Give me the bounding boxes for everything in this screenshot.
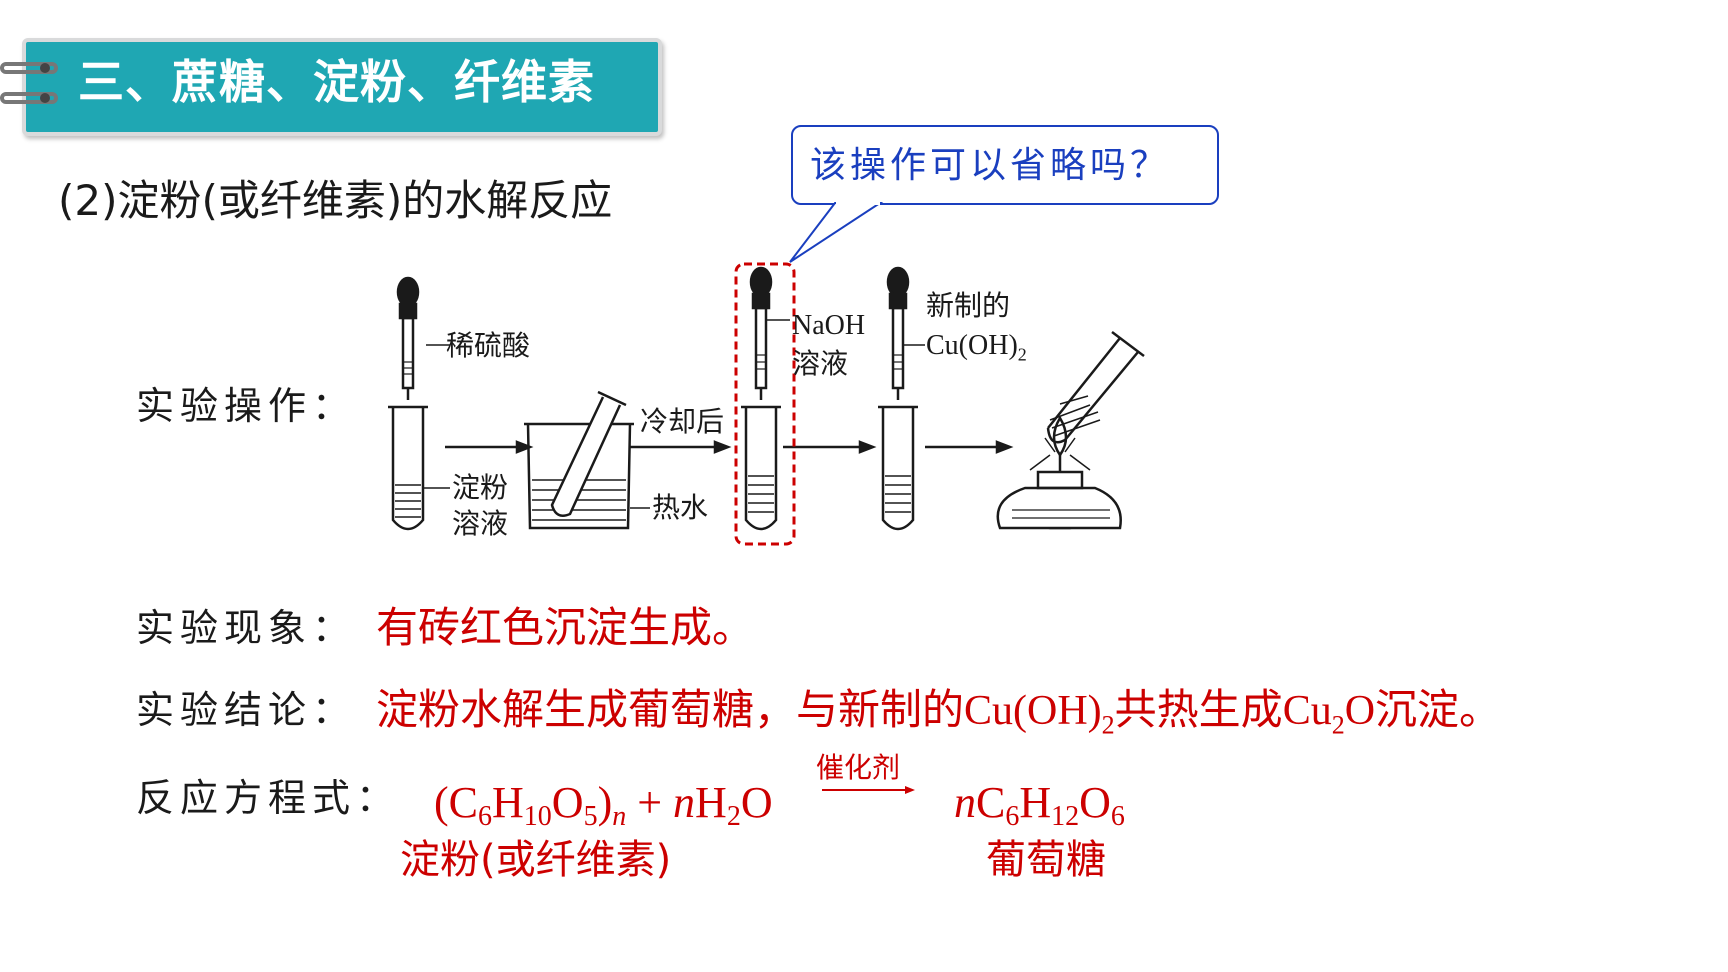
callout-tail <box>789 202 884 263</box>
conclusion-text: 淀粉水解生成葡萄糖，与新制的Cu(OH)2共热生成Cu2O沉淀。 <box>376 685 1502 740</box>
test-tube-starch <box>388 405 428 531</box>
label-cuoh2: Cu(OH)2 <box>926 330 1027 365</box>
alcohol-lamp-icon <box>996 415 1122 530</box>
binder-ring-icon <box>0 92 58 104</box>
heated-test-tube-icon <box>1046 331 1145 444</box>
test-tube-cuoh <box>878 405 918 531</box>
phenomenon-label: 实验现象： <box>136 606 357 650</box>
conclusion-label: 实验结论： <box>136 688 357 732</box>
label-naoh-1: NaOH <box>792 310 866 341</box>
product-caption: 葡萄糖 <box>986 837 1106 883</box>
binder-hole-icon <box>40 63 50 73</box>
dropper-cuoh-icon <box>886 266 910 400</box>
label-starch-1: 淀粉 <box>452 471 509 504</box>
product-formula: nC6H12O6 <box>954 778 1125 832</box>
label-fresh: 新制的 <box>926 289 1011 322</box>
catalyst-label: 催化剂 <box>816 751 901 784</box>
test-tube-naoh <box>741 405 781 531</box>
binder-hole-icon <box>40 93 50 103</box>
dropper-acid-icon <box>396 276 420 400</box>
beaker-hot-water-icon <box>524 390 634 530</box>
label-dilute-sulfuric-acid: 稀硫酸 <box>446 329 531 362</box>
reactant-formula: (C6H10O5)n + nH2O <box>434 778 773 832</box>
section-banner <box>22 38 662 136</box>
highlight-box <box>734 262 796 546</box>
equation-label: 反应方程式： <box>136 776 401 820</box>
dropper-naoh-icon <box>749 266 773 400</box>
phenomenon-text: 有砖红色沉淀生成。 <box>376 603 755 652</box>
label-cooled: 冷却后 <box>640 405 725 438</box>
reactant-caption: 淀粉(或纤维素) <box>400 837 672 883</box>
callout-question: 该操作可以省略吗？ <box>810 145 1171 186</box>
binder-ring-icon <box>0 62 58 74</box>
label-naoh-2: 溶液 <box>792 347 849 380</box>
label-hot-water: 热水 <box>652 491 709 524</box>
subsection-title: (2)淀粉(或纤维素)的水解反应 <box>58 176 613 225</box>
section-title: 三、蔗糖、淀粉、纤维素 <box>78 55 595 109</box>
callout-bubble <box>791 125 1219 205</box>
operation-label: 实验操作： <box>136 384 357 428</box>
label-starch-2: 溶液 <box>452 507 509 540</box>
